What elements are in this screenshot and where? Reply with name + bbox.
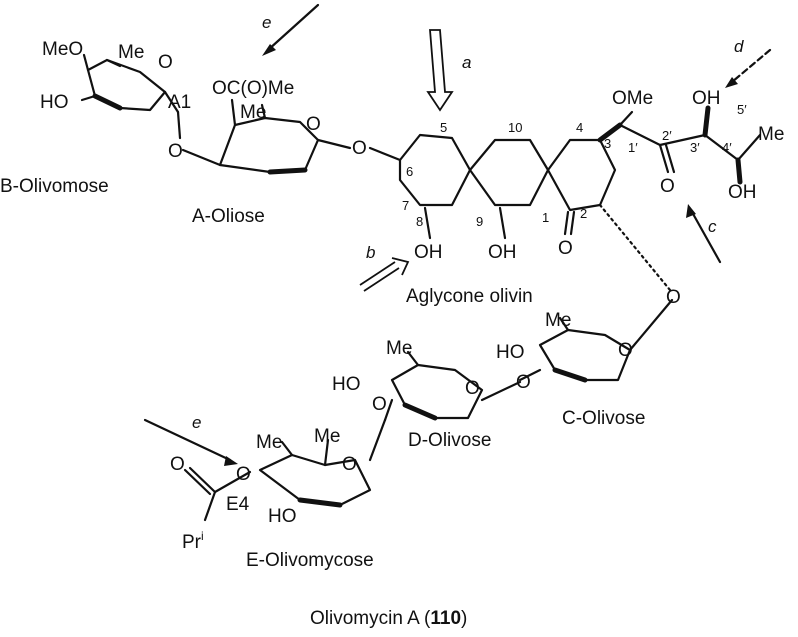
atom-number-3: 3 [604,136,611,151]
atom-number-6: 6 [406,164,413,179]
a-oliose-ring [218,116,320,174]
arrow-b [359,257,410,292]
atom-number-4: 4 [576,120,583,135]
oh-4p-label: OH [728,182,757,203]
oh-8-label: OH [414,242,443,263]
atom-number-4p: 4′ [722,140,732,155]
atom-number-2p: 2′ [662,128,672,143]
arrow-c [690,210,722,264]
me-b-label: Me [118,42,144,63]
atom-number-3p: 3′ [690,140,700,155]
o-link-ab-label: O [168,141,183,162]
cleavage-arrows [143,3,772,466]
o-d-ring-label: O [465,378,480,399]
ho-b-label: HO [40,92,69,113]
atom-number-1: 1 [542,210,549,225]
aglycone-label: Aglycone olivin [406,286,533,307]
arrow-letter-e-bottom: e [192,413,201,432]
o-link-dc-label: O [516,372,531,393]
me-e2-label: Me [314,426,340,447]
me-5p-label: Me [758,124,784,145]
arrow-letters: e a b c d e [192,13,744,432]
atom-number-7: 7 [402,198,409,213]
arrow-letter-a: a [462,53,471,72]
me-e1-label: Me [256,432,282,453]
acetate-label: OC(O)Me [212,78,294,99]
arrow-letter-e-top: e [262,13,271,32]
arrow-e-top [266,3,320,52]
b-olivomose-label: B-Olivomose [0,176,109,197]
atom-number-10: 10 [508,120,522,135]
figure-title: Olivomycin A (110) [310,608,467,629]
e4-label: E4 [226,494,250,515]
o-link-a-label: O [352,138,367,159]
o-carbonyl-ester-label: O [170,454,185,475]
o-a-ring-label: O [306,114,321,135]
atom-number-1p: 1′ [628,140,638,155]
o-link-ed-label: O [372,394,387,415]
c-olivose-label: C-Olivose [562,408,645,429]
oh-3p-label: OH [692,88,721,109]
ho-c-label: HO [496,342,525,363]
a-oliose-label: A-Oliose [192,206,265,227]
me-a-label: Me [240,102,266,123]
arrow-d [730,48,772,84]
b-olivomose-ring [86,58,167,112]
atom-number-9: 9 [476,214,483,229]
o-e-ring-label: O [342,454,357,475]
arrow-a [426,29,454,112]
pr-label: Pri [182,529,204,553]
ome-label: OMe [612,88,653,109]
aglycone-ring-left [398,133,472,207]
o-b-ring-label: O [158,52,173,73]
o-ester-label: O [236,464,251,485]
atom-number-2: 2 [580,206,587,221]
o-c-ring-label: O [618,340,633,361]
meo-b-label: MeO [42,39,83,60]
o-ketone-1-label: O [558,238,573,259]
arrow-letter-d: d [734,37,744,56]
o-link-c-label: O [666,287,681,308]
ho-e-label: HO [268,506,297,527]
atom-number-5: 5 [440,120,447,135]
a1-label: A1 [168,92,191,113]
atom-number-8: 8 [416,214,423,229]
e-olivomycose-label: E-Olivomycose [246,550,374,571]
atom-number-5p: 5′ [737,102,747,117]
ho-d-label: HO [332,374,361,395]
arrow-e-bottom [143,418,232,462]
atom-numbers: 5 10 4 3 6 7 8 9 1 2 1′ 2′ 3′ 4′ 5′ [402,102,747,229]
arrow-letter-b: b [366,243,375,262]
bond-lines [80,53,762,522]
c-olivose-ring [538,328,632,382]
d-olivose-label: D-Olivose [408,430,491,451]
me-d-label: Me [386,338,412,359]
o-ketone-side-label: O [660,176,675,197]
me-c-label: Me [545,310,571,331]
atom-labels: MeO Me O HO A1 O B-Olivomose OC(O)Me Me … [0,39,784,571]
arrow-letter-c: c [708,217,717,236]
oh-9-label: OH [488,242,517,263]
